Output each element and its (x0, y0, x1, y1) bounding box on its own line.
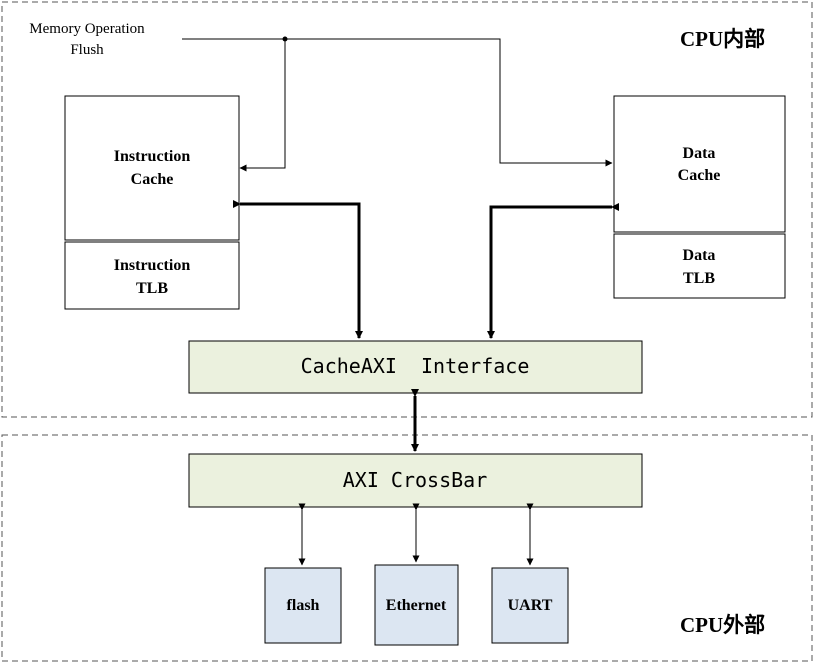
cpu-outside-label: CPU外部 (680, 613, 765, 637)
instruction-cache-label-1: Instruction (114, 148, 191, 165)
cache-bus-arrows (233, 200, 619, 339)
data-tlb-label-2: TLB (683, 270, 715, 287)
junction-dot (282, 36, 288, 42)
data-cache-label-2: Cache (678, 167, 721, 184)
data-cache-label-1: Data (683, 145, 716, 162)
instruction-cache-label-2: Cache (131, 171, 174, 188)
flash-label: flash (287, 597, 320, 614)
axi-crossbar-block (188, 453, 643, 508)
ethernet-label: Ethernet (386, 597, 447, 614)
instruction-tlb-label-2: TLB (136, 280, 168, 297)
axi-crossbar-label: AXI CrossBar (343, 468, 488, 492)
cache-axi-interface-block (188, 340, 643, 394)
peripheral-arrows (298, 503, 534, 566)
cpu-inside-region (1, 1, 813, 418)
signal-label-line1: Memory Operation (29, 21, 145, 37)
uart-block (491, 567, 569, 644)
instruction-tlb-label-1: Instruction (114, 257, 191, 274)
flush-signal-wires (182, 38, 613, 172)
data-tlb-block (613, 233, 786, 299)
instruction-tlb-block (64, 241, 240, 310)
signal-label-line2: Flush (70, 42, 104, 58)
cpu-outside-region (1, 434, 813, 662)
ethernet-block (374, 564, 459, 646)
data-tlb-label-1: Data (683, 247, 716, 264)
data-cache-block (613, 95, 786, 233)
uart-label: UART (508, 597, 553, 614)
flash-block (264, 567, 342, 644)
cpu-inside-label: CPU内部 (680, 27, 765, 51)
cache-axi-interface-label: CacheAXI Interface (301, 354, 530, 378)
instruction-cache-block (64, 95, 240, 241)
